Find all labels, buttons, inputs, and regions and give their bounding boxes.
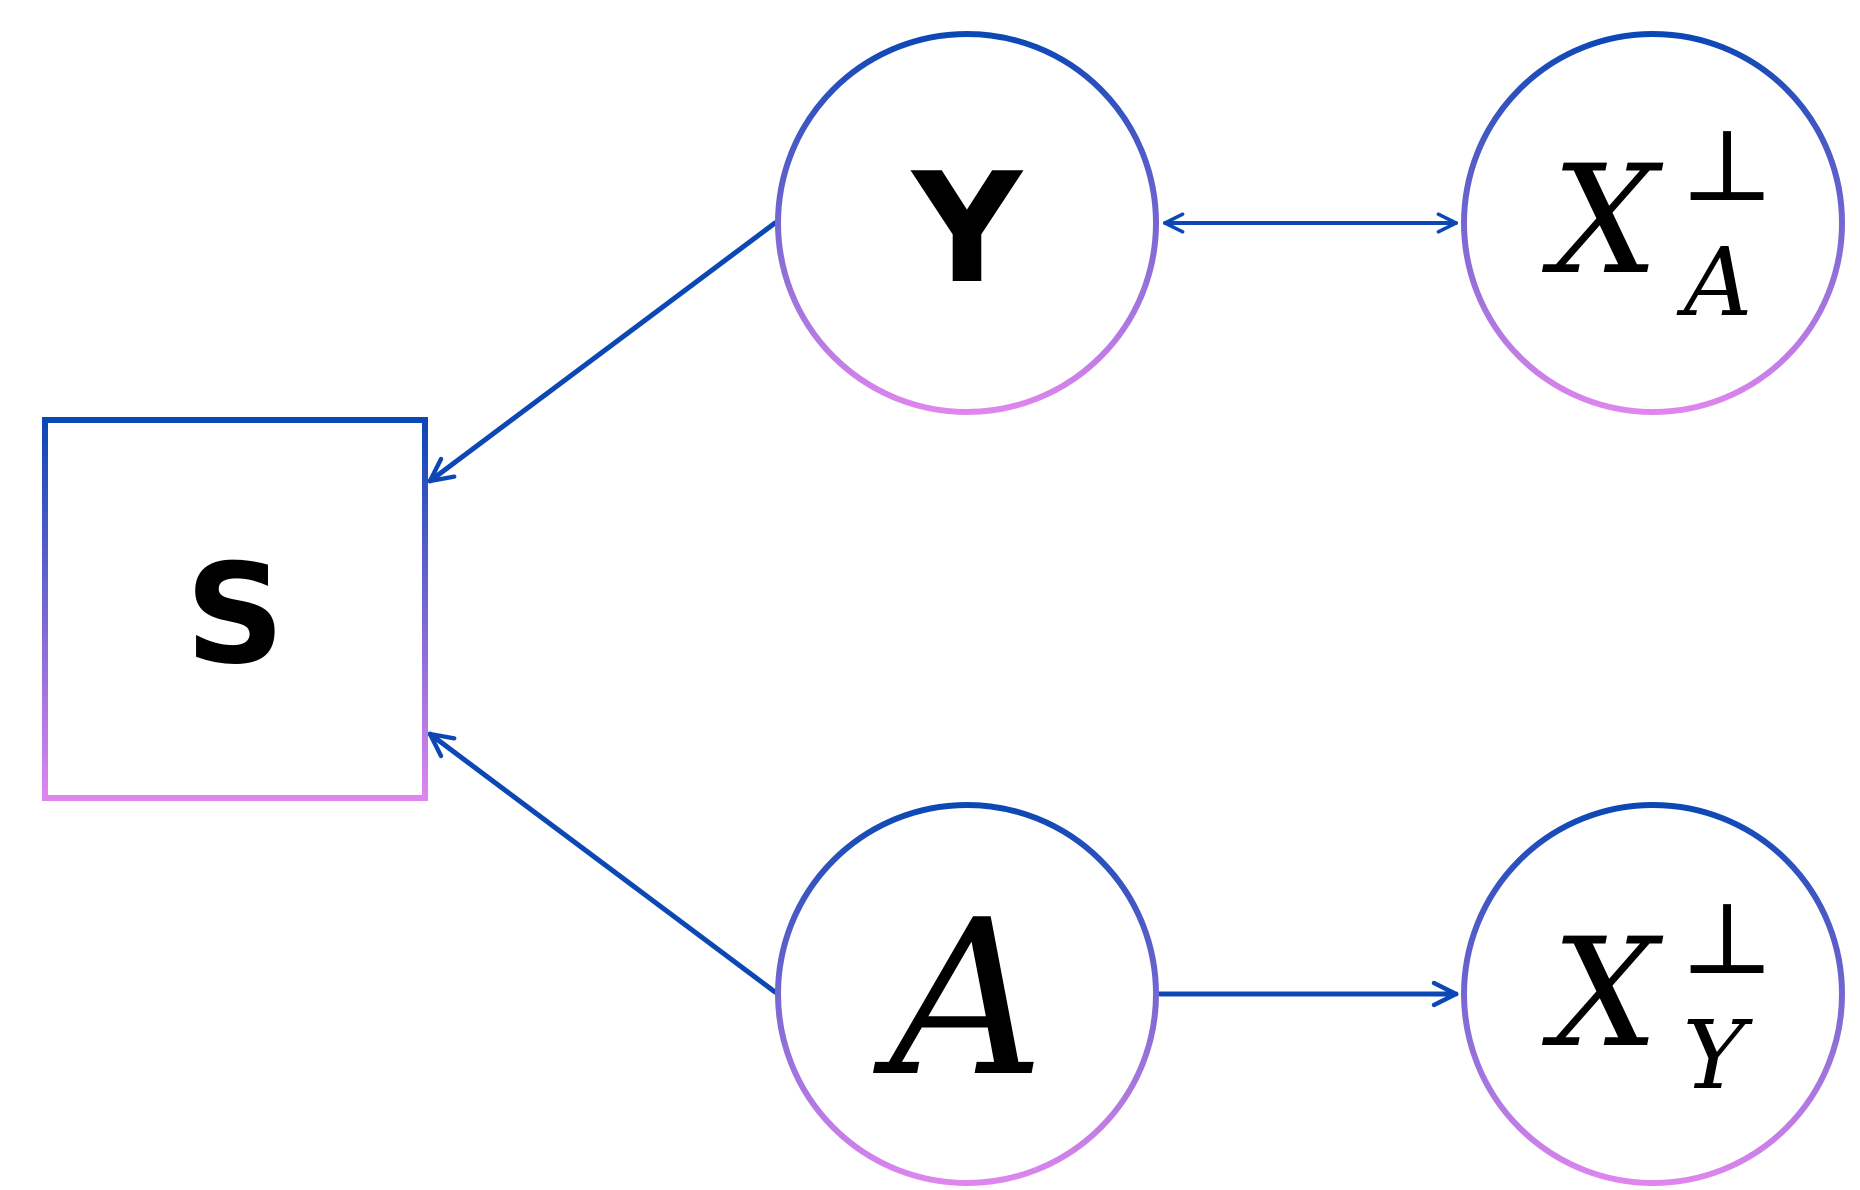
node-x-perp-y-subscript: Y	[1683, 1001, 1754, 1111]
node-s-label: S	[185, 534, 284, 695]
edges	[427, 212, 1459, 1008]
node-x-perp-a-subscript: A	[1676, 228, 1753, 338]
edge-y-to-s	[427, 220, 778, 484]
node-x-perp-a-base: X	[1542, 134, 1664, 308]
node-a: A	[775, 802, 1159, 1186]
node-x-perp-a-superscript: ⊥	[1680, 107, 1774, 224]
node-x-perp-y-superscript: ⊥	[1680, 880, 1774, 997]
node-x-perp-y-circle	[1461, 802, 1845, 1186]
node-x-perp-y-base: X	[1542, 907, 1664, 1081]
node-x-perp-y: X ⊥ Y	[1461, 802, 1845, 1186]
node-s-box	[42, 417, 428, 801]
node-y-circle	[775, 31, 1159, 415]
node-a-label: A	[872, 873, 1044, 1124]
edge-a-to-s	[427, 731, 778, 995]
node-s: S	[42, 417, 428, 801]
node-a-circle	[775, 802, 1159, 1186]
node-x-perp-a-circle	[1461, 31, 1845, 415]
node-x-perp-a: X ⊥ A	[1461, 31, 1845, 415]
node-y-label: Y	[910, 140, 1024, 317]
node-y: Y	[775, 31, 1159, 415]
